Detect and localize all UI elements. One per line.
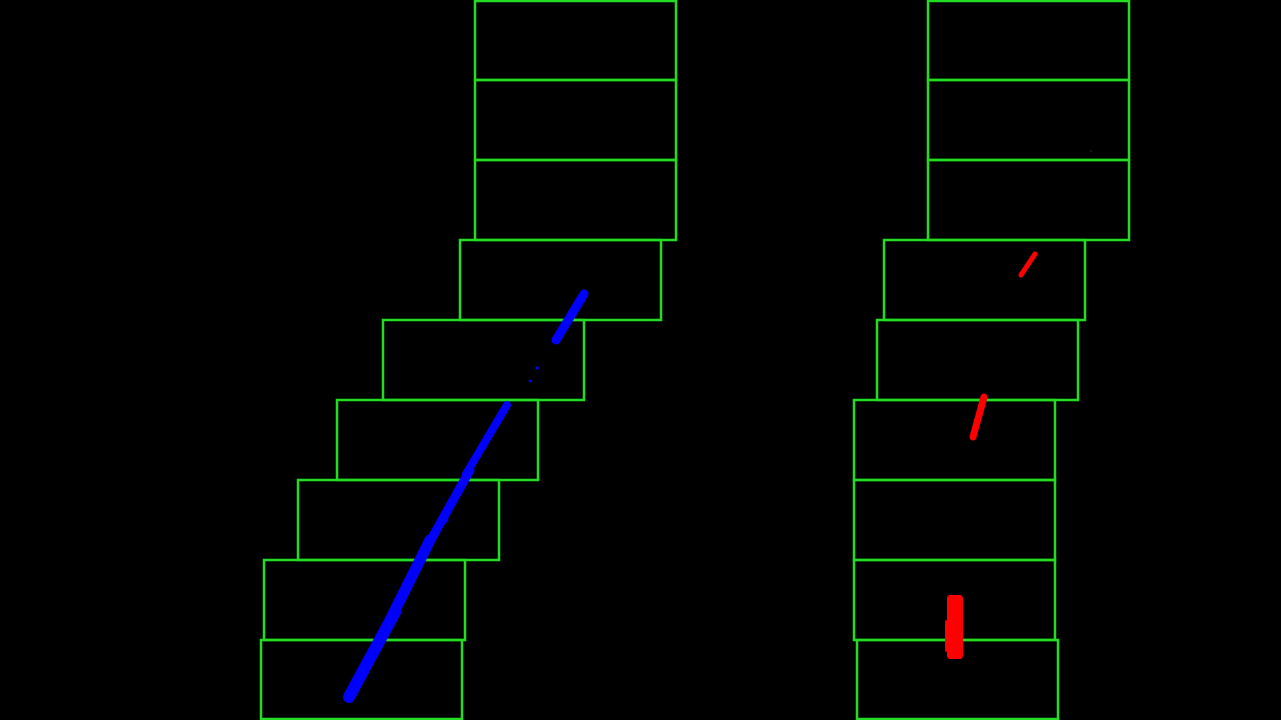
- left-lane-segment: [386, 534, 436, 622]
- left-lane-speck: [528, 379, 532, 383]
- right-lane-segment: [969, 393, 988, 441]
- left-lane-speck: [535, 366, 539, 370]
- stray-pixel: [1090, 150, 1092, 152]
- right-lane-segment: [1018, 251, 1038, 278]
- right-lane-segment: [945, 620, 951, 652]
- left-lane-segment: [462, 401, 511, 478]
- left-lane-segment: [343, 606, 401, 703]
- right-lane-pixels: [945, 251, 1038, 659]
- right-lane-windows: [852, 0, 1131, 720]
- left-lane-segment: [423, 465, 475, 550]
- left-lane-windows: [259, 0, 678, 720]
- left-lane-speck: [443, 517, 449, 523]
- left-lane-segment: [551, 289, 589, 345]
- left-lane-speck: [401, 592, 407, 598]
- left-window: [259, 638, 464, 720]
- left-lane-pixels: [343, 289, 589, 703]
